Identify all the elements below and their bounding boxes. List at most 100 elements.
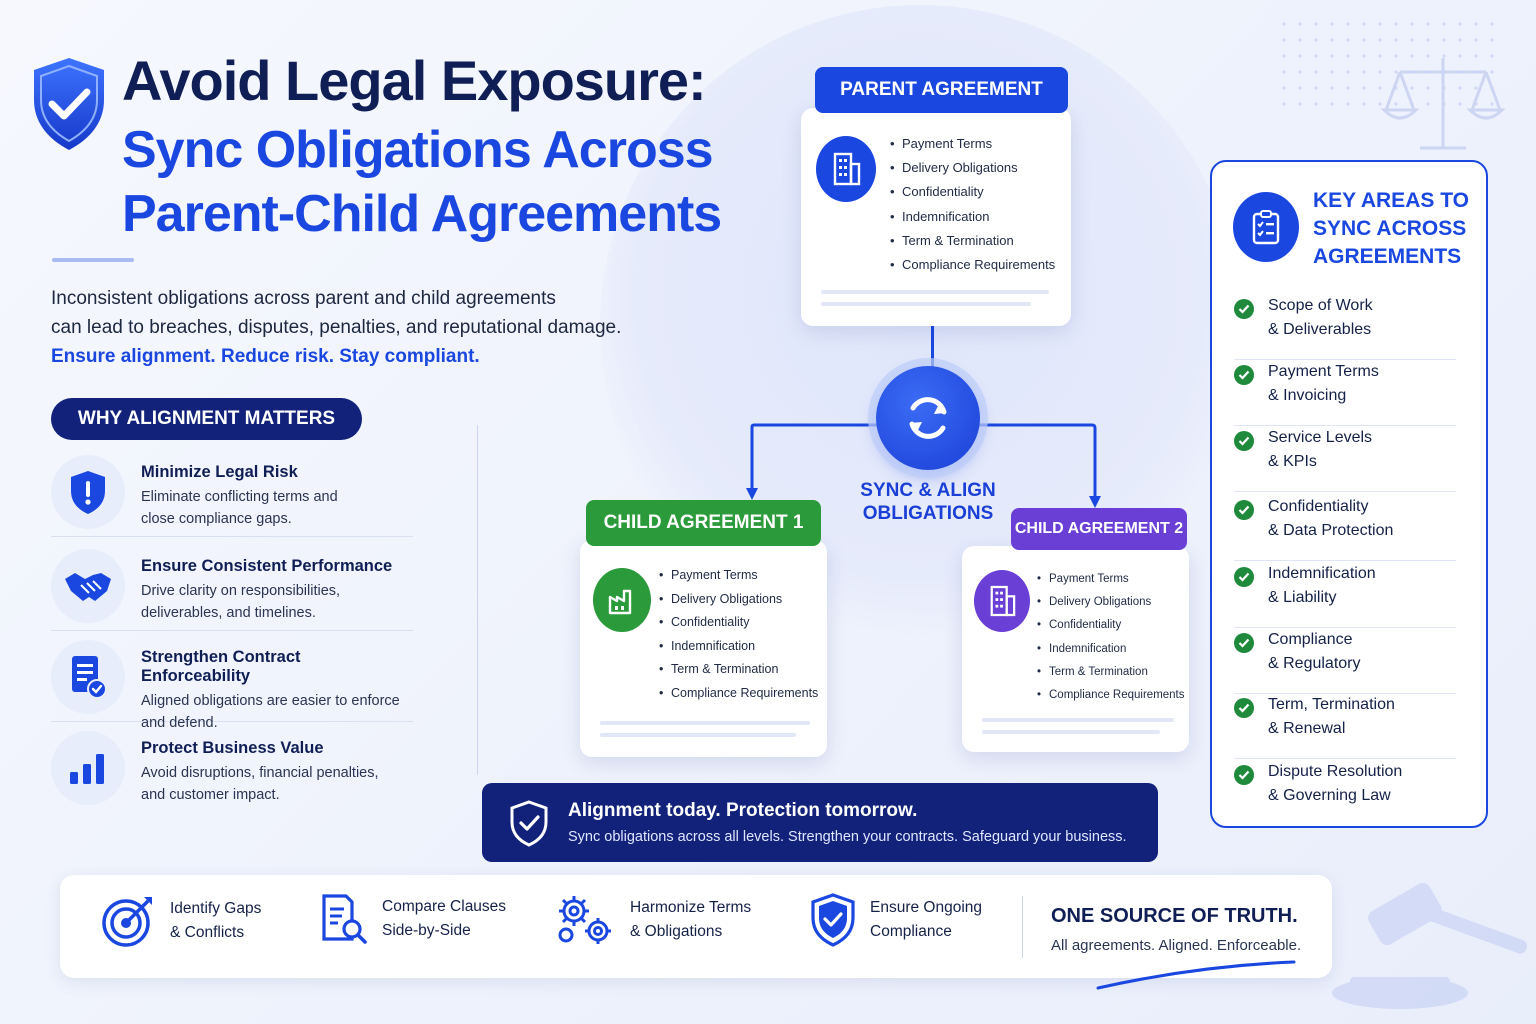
key-area-label: & Deliverables [1268,321,1372,338]
sync-arrows-icon [909,397,947,439]
key-area-item: Payment Terms & Invoicing [1234,360,1456,426]
why-item-desc: Avoid disruptions, financial penalties, [141,765,379,781]
why-item-business-value: Protect Business Value Avoid disruptions… [51,731,413,813]
banner-title: Alignment today. Protection tomorrow. [568,800,918,821]
list-item: Payment Terms [890,132,1055,156]
child1-obligation-list: Payment Terms Delivery Obligations Confi… [659,564,818,706]
intro-line-1: Inconsistent obligations across parent a… [51,288,556,309]
office-building-icon [990,585,1016,617]
step-label: & Obligations [630,923,723,940]
handshake-icon [65,573,111,601]
check-circle-icon [1234,765,1254,785]
key-area-label: Term, Termination [1268,696,1395,713]
key-area-item: Service Levels& KPIs [1234,426,1456,492]
page-title: Avoid Legal Exposure: [122,49,707,112]
why-item-title: Minimize Legal Risk [141,463,298,481]
key-area-label: Indemnification [1268,565,1376,582]
list-item: Compliance Requirements [890,253,1055,277]
list-item: Payment Terms [1037,568,1185,591]
factory-icon [608,589,632,615]
key-area-label: & Invoicing [1268,387,1347,404]
office-building-icon [833,152,861,186]
why-icon-wrap [51,640,125,714]
key-area-label: & Liability [1268,589,1337,606]
why-item-enforceability: Strengthen Contract Enforceability Align… [51,640,413,731]
list-item: Compliance Requirements [659,682,818,706]
why-item-desc: Eliminate conflicting terms and [141,489,338,505]
key-area-item: Term, Termination & Renewal [1234,693,1456,759]
card-placeholder-line [600,721,810,725]
step-identify-gaps: Identify Gaps& Conflicts [100,893,261,949]
subtitle-line-2: Parent-Child Agreements [122,185,722,243]
list-item: Delivery Obligations [890,156,1055,180]
key-areas-title-line: AGREEMENTS [1313,245,1462,268]
list-item: Indemnification [1037,638,1185,661]
process-steps-bar [60,875,1332,978]
key-area-label: Payment Terms [1268,363,1379,380]
connector-parent-sync [931,325,934,369]
check-circle-icon [1234,698,1254,718]
key-area-label: Confidentiality [1268,498,1369,515]
step-label: & Conflicts [170,924,245,941]
why-item-title: Strengthen Contract Enforceability [141,648,301,685]
alignment-banner: Alignment today. Protection tomorrow. Sy… [482,783,1158,862]
parent-obligation-list: Payment Terms Delivery Obligations Confi… [890,132,1055,277]
key-area-label: & Renewal [1268,720,1346,737]
child-agreement-2-header: CHILD AGREEMENT 2 [1011,508,1187,550]
step-label: Compare Clauses [382,898,507,915]
list-item: Confidentiality [659,611,818,635]
why-item-desc: close compliance gaps. [141,511,292,527]
key-area-item: Indemnification & Liability [1234,562,1456,628]
sync-label: SYNC & ALIGN OBLIGATIONS [850,479,1006,525]
section-divider [477,425,478,775]
why-item-desc: Aligned obligations are easier to enforc… [141,693,400,709]
parent-agreement-card: Payment Terms Delivery Obligations Confi… [801,108,1071,326]
key-area-label: & Data Protection [1268,522,1394,539]
list-item: Term & Termination [659,658,818,682]
scales-of-justice-icon [1380,58,1506,150]
intro-tagline: Ensure alignment. Reduce risk. Stay comp… [51,346,480,367]
document-check-icon [72,656,107,699]
key-areas-title: KEY AREAS TO SYNC ACROSS AGREEMENTS [1313,187,1469,271]
key-area-label: Compliance [1268,631,1353,648]
target-icon [102,897,152,947]
shield-check-icon [811,893,855,947]
card-placeholder-line [821,302,1031,306]
card-placeholder-line [982,718,1174,722]
key-area-label: & Regulatory [1268,655,1361,672]
step-harmonize-terms: Harmonize Terms& Obligations [552,893,751,947]
list-item: Confidentiality [890,180,1055,204]
gavel-icon [1332,882,1528,1009]
page-subtitle: Sync Obligations Across Parent-Child Agr… [122,118,722,246]
child1-icon-circle [593,568,651,632]
key-areas-icon-circle [1233,192,1299,262]
key-area-item: Scope of Work& Deliverables [1234,294,1456,360]
shield-check-outline-icon [510,799,548,847]
gears-icon [558,896,611,944]
why-icon-wrap [51,731,125,805]
why-item-desc: and customer impact. [141,787,280,803]
document-search-icon [322,894,367,944]
card-placeholder-line [982,730,1160,734]
key-area-label: Service Levels [1268,429,1373,446]
list-item: Payment Terms [659,564,818,588]
intro-line-2: can lead to breaches, disputes, penaltie… [51,317,622,338]
step-label: Compliance [870,923,952,940]
child2-obligation-list: Payment Terms Delivery Obligations Confi… [1037,568,1185,707]
intro-text: Inconsistent obligations across parent a… [51,284,621,371]
list-item: Compliance Requirements [1037,684,1185,707]
sync-button [876,366,980,470]
key-areas-title-line: KEY AREAS TO [1313,189,1469,212]
key-area-label: & Governing Law [1268,787,1391,804]
check-circle-icon [1234,567,1254,587]
list-item: Term & Termination [1037,661,1185,684]
check-circle-icon [1234,431,1254,451]
check-circle-icon [1234,633,1254,653]
truth-divider [1022,896,1023,958]
bar-chart-icon [70,754,104,784]
why-alignment-heading: WHY ALIGNMENT MATTERS [51,398,362,440]
step-label: Ensure Ongoing [870,899,983,916]
banner-text: Alignment today. Protection tomorrow. Sy… [568,800,1127,845]
